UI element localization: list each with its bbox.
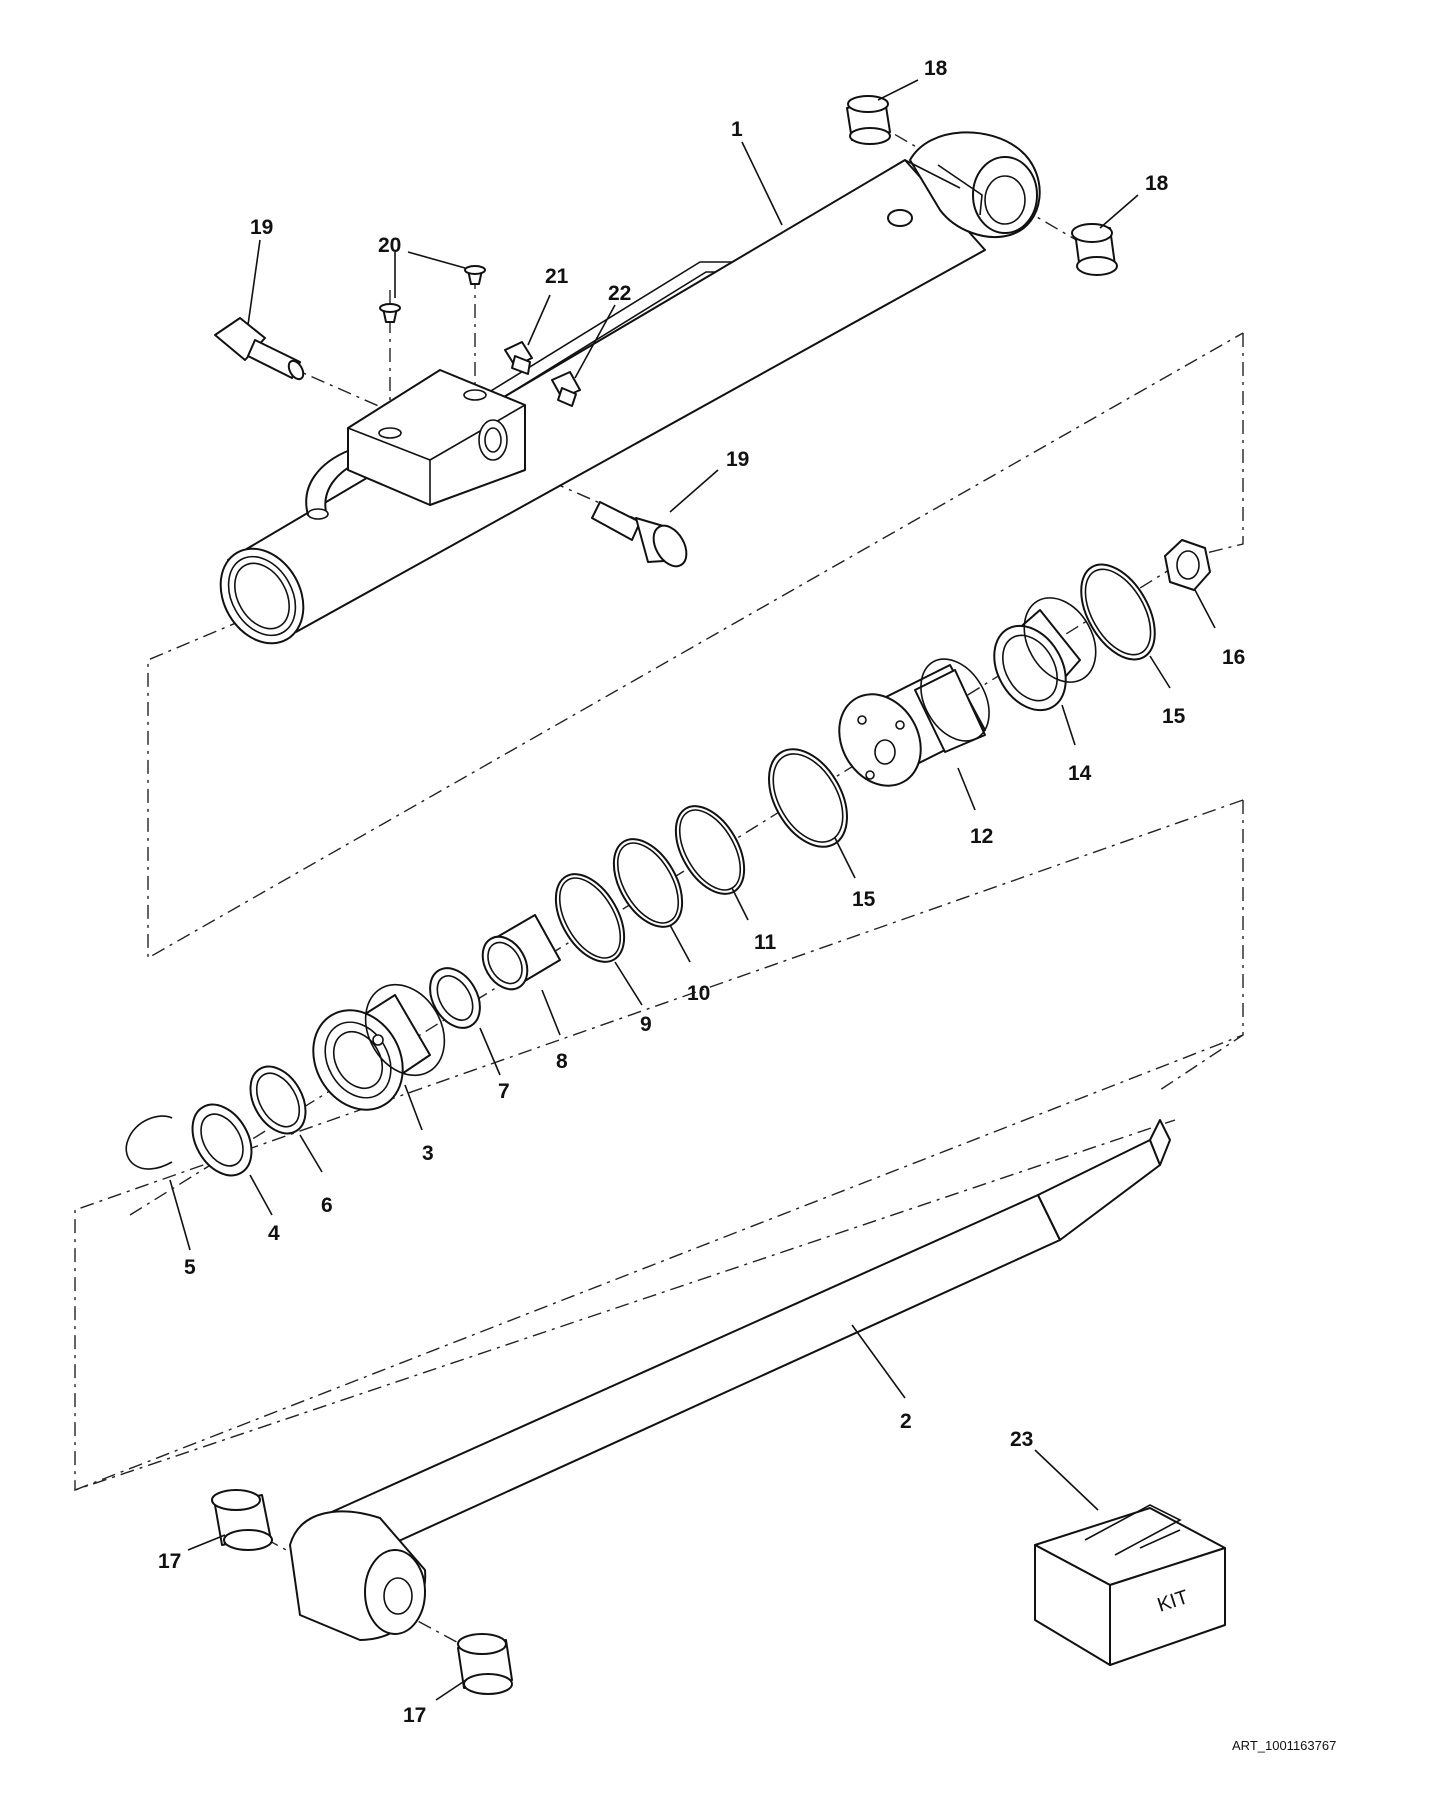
- fitting-22: [551, 371, 581, 407]
- ring-10: [612, 838, 684, 928]
- fitting-19-right: [591, 501, 688, 568]
- bushing-17-upper: [211, 1489, 273, 1551]
- seal-14: [993, 597, 1097, 712]
- callout-22: 22: [608, 282, 631, 305]
- callout-17-upper: 17: [158, 1550, 181, 1573]
- bushing-18-right: [1071, 223, 1118, 276]
- callout-10: 10: [687, 982, 710, 1005]
- kit-box-23: KIT: [1034, 1504, 1226, 1666]
- ring-15-upper: [1080, 563, 1156, 661]
- sleeve-8: [481, 914, 561, 991]
- art-reference-id: ART_1001163767: [1232, 1738, 1336, 1753]
- callout-6: 6: [321, 1194, 333, 1217]
- callout-8: 8: [556, 1050, 568, 1073]
- callout-2: 2: [900, 1410, 912, 1433]
- callout-12: 12: [970, 825, 993, 848]
- bushing-17-lower: [457, 1633, 513, 1695]
- nut-16: [1164, 539, 1211, 591]
- ring-4: [191, 1103, 253, 1177]
- ring-7: [429, 967, 481, 1029]
- leader-lines: [169, 79, 1216, 1701]
- callout-18-right: 18: [1145, 172, 1169, 195]
- callout-14: 14: [1068, 762, 1092, 785]
- gland-3: [312, 983, 446, 1111]
- ring-15-lower: [768, 748, 848, 848]
- bushing-18-upper: [846, 95, 891, 145]
- callout-17-lower: 17: [403, 1704, 426, 1727]
- callout-19-right: 19: [726, 448, 749, 471]
- callout-7: 7: [498, 1080, 510, 1103]
- plug-20-right: [464, 265, 486, 285]
- callout-9: 9: [640, 1013, 652, 1036]
- callout-21: 21: [545, 265, 569, 288]
- barrel-assembly: [219, 131, 1041, 645]
- callout-11: 11: [754, 931, 777, 954]
- callout-3: 3: [422, 1142, 434, 1165]
- fitting-19-left: [214, 317, 305, 381]
- callout-23: 23: [1010, 1428, 1033, 1451]
- piston-12: [838, 658, 990, 787]
- fitting-21: [504, 341, 533, 375]
- callout-16: 16: [1222, 646, 1245, 669]
- callout-20: 20: [378, 234, 401, 257]
- ring-9: [554, 873, 626, 963]
- callout-15-lower: 15: [852, 888, 876, 911]
- plug-20-left: [379, 303, 401, 323]
- callout-labels: 1 2 3 4 5 6 7 8 9 10 11 12 14 15 15 16 1…: [158, 57, 1245, 1727]
- callout-5: 5: [184, 1256, 196, 1279]
- ring-11: [674, 805, 746, 895]
- callout-15-upper: 15: [1162, 705, 1186, 728]
- callout-4: 4: [268, 1222, 280, 1245]
- callout-18-upper: 18: [924, 57, 948, 80]
- callout-1: 1: [731, 118, 743, 141]
- rod-2: [289, 1119, 1171, 1641]
- snap-ring-5: [125, 1115, 173, 1170]
- callout-19-left: 19: [250, 216, 273, 239]
- ring-6: [249, 1065, 307, 1135]
